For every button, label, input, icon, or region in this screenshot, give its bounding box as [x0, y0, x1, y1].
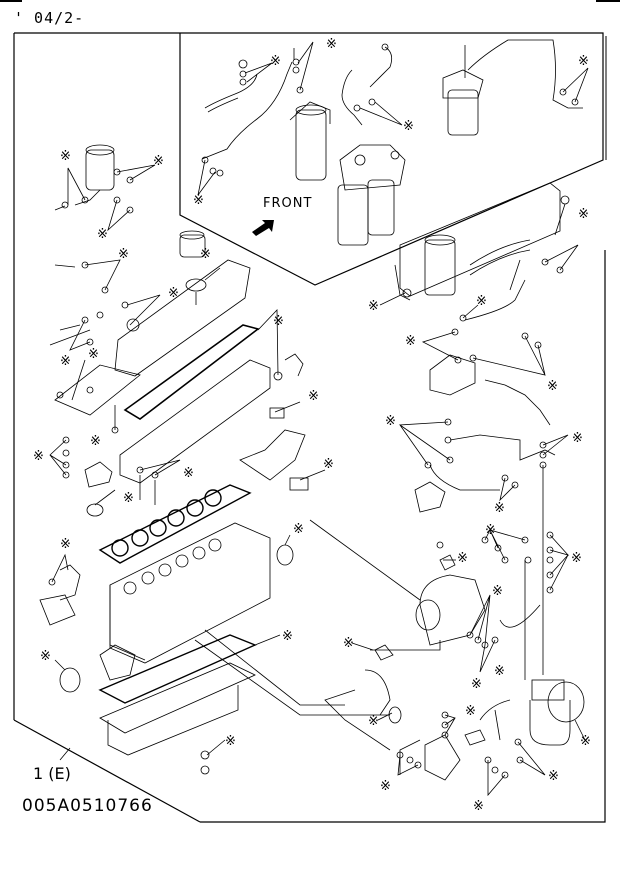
included-part-mark: ※: [580, 734, 591, 749]
included-part-mark: ※: [457, 551, 468, 566]
included-part-mark: ※: [403, 119, 414, 134]
front-direction-label: FRONT: [263, 196, 313, 211]
included-part-mark: ※: [88, 347, 99, 362]
top-right-corner-bar: [596, 0, 620, 2]
included-part-mark: ※: [473, 799, 484, 814]
included-part-mark: ※: [293, 522, 304, 537]
included-part-mark: ※: [153, 154, 164, 169]
kit-leader: [59, 747, 71, 761]
kit-callout: 1 (E): [33, 764, 71, 783]
outer-frame: [13, 32, 606, 823]
included-part-mark: ※: [168, 286, 179, 301]
injection-pump-parts: [398, 259, 569, 675]
included-part-mark: ※: [494, 664, 505, 679]
included-part-mark: ※: [368, 299, 379, 314]
included-part-mark: ※: [572, 431, 583, 446]
included-part-mark: ※: [405, 334, 416, 349]
included-part-mark: ※: [118, 247, 129, 262]
included-part-mark: ※: [492, 584, 503, 599]
included-part-mark: ※: [547, 379, 558, 394]
included-part-mark: ※: [548, 769, 559, 784]
included-part-mark: ※: [273, 314, 284, 329]
top-left-corner-bar: [0, 0, 22, 2]
included-part-mark: ※: [282, 629, 293, 644]
included-part-marks: ※ ※ ※ ※ ※ ※ ※ ※ ※ ※ ※ ※ ※ ※ ※ ※ ※ ※ ※ ※ …: [33, 37, 591, 814]
included-part-mark: ※: [60, 537, 71, 552]
air-compressor-parts: [529, 679, 586, 746]
included-part-mark: ※: [183, 466, 194, 481]
included-part-mark: ※: [323, 457, 334, 472]
included-part-mark: ※: [123, 491, 134, 506]
included-part-mark: ※: [90, 434, 101, 449]
included-part-mark: ※: [60, 149, 71, 164]
cylinder-head-gasket: [98, 484, 252, 564]
inset-leaders: [197, 41, 589, 196]
drawing-number: 005A0510766: [22, 796, 153, 816]
included-part-mark: ※: [326, 37, 337, 52]
revision-label: ' 04/2-: [14, 9, 85, 27]
bottom-right-parts: [324, 689, 546, 797]
included-part-mark: ※: [578, 54, 589, 69]
included-part-mark: ※: [200, 247, 211, 262]
included-part-mark: ※: [471, 677, 482, 692]
cylinder-block-parts: [39, 522, 294, 693]
included-part-mark: ※: [33, 449, 44, 464]
included-part-mark: ※: [97, 227, 108, 242]
included-part-mark: ※: [476, 294, 487, 309]
included-part-mark: ※: [343, 636, 354, 651]
included-part-mark: ※: [385, 414, 396, 429]
included-part-mark: ※: [308, 389, 319, 404]
included-part-mark: ※: [380, 779, 391, 794]
included-part-mark: ※: [193, 193, 204, 208]
included-part-mark: ※: [40, 649, 51, 664]
fuel-filter-inset-parts: [201, 39, 583, 246]
intake-manifold-parts: [379, 182, 579, 306]
included-part-mark: ※: [494, 501, 505, 516]
head-gasket-parts: [123, 324, 260, 420]
included-part-mark: ※: [60, 354, 71, 369]
inset-frame: [179, 32, 607, 286]
included-part-mark: ※: [485, 523, 496, 538]
oil-pan-parts: [98, 634, 257, 704]
included-part-mark: ※: [465, 704, 476, 719]
included-part-mark: ※: [368, 714, 379, 729]
cylinder-head-parts: [49, 359, 326, 517]
included-part-mark: ※: [578, 207, 589, 222]
included-part-mark: ※: [225, 734, 236, 749]
included-part-mark: ※: [571, 551, 582, 566]
oil-filter-parts: [54, 144, 156, 232]
front-arrow-icon: [252, 220, 274, 236]
head-cover-parts: [49, 230, 251, 377]
turbocharger-parts: [309, 519, 570, 724]
included-part-mark: ※: [270, 54, 281, 69]
